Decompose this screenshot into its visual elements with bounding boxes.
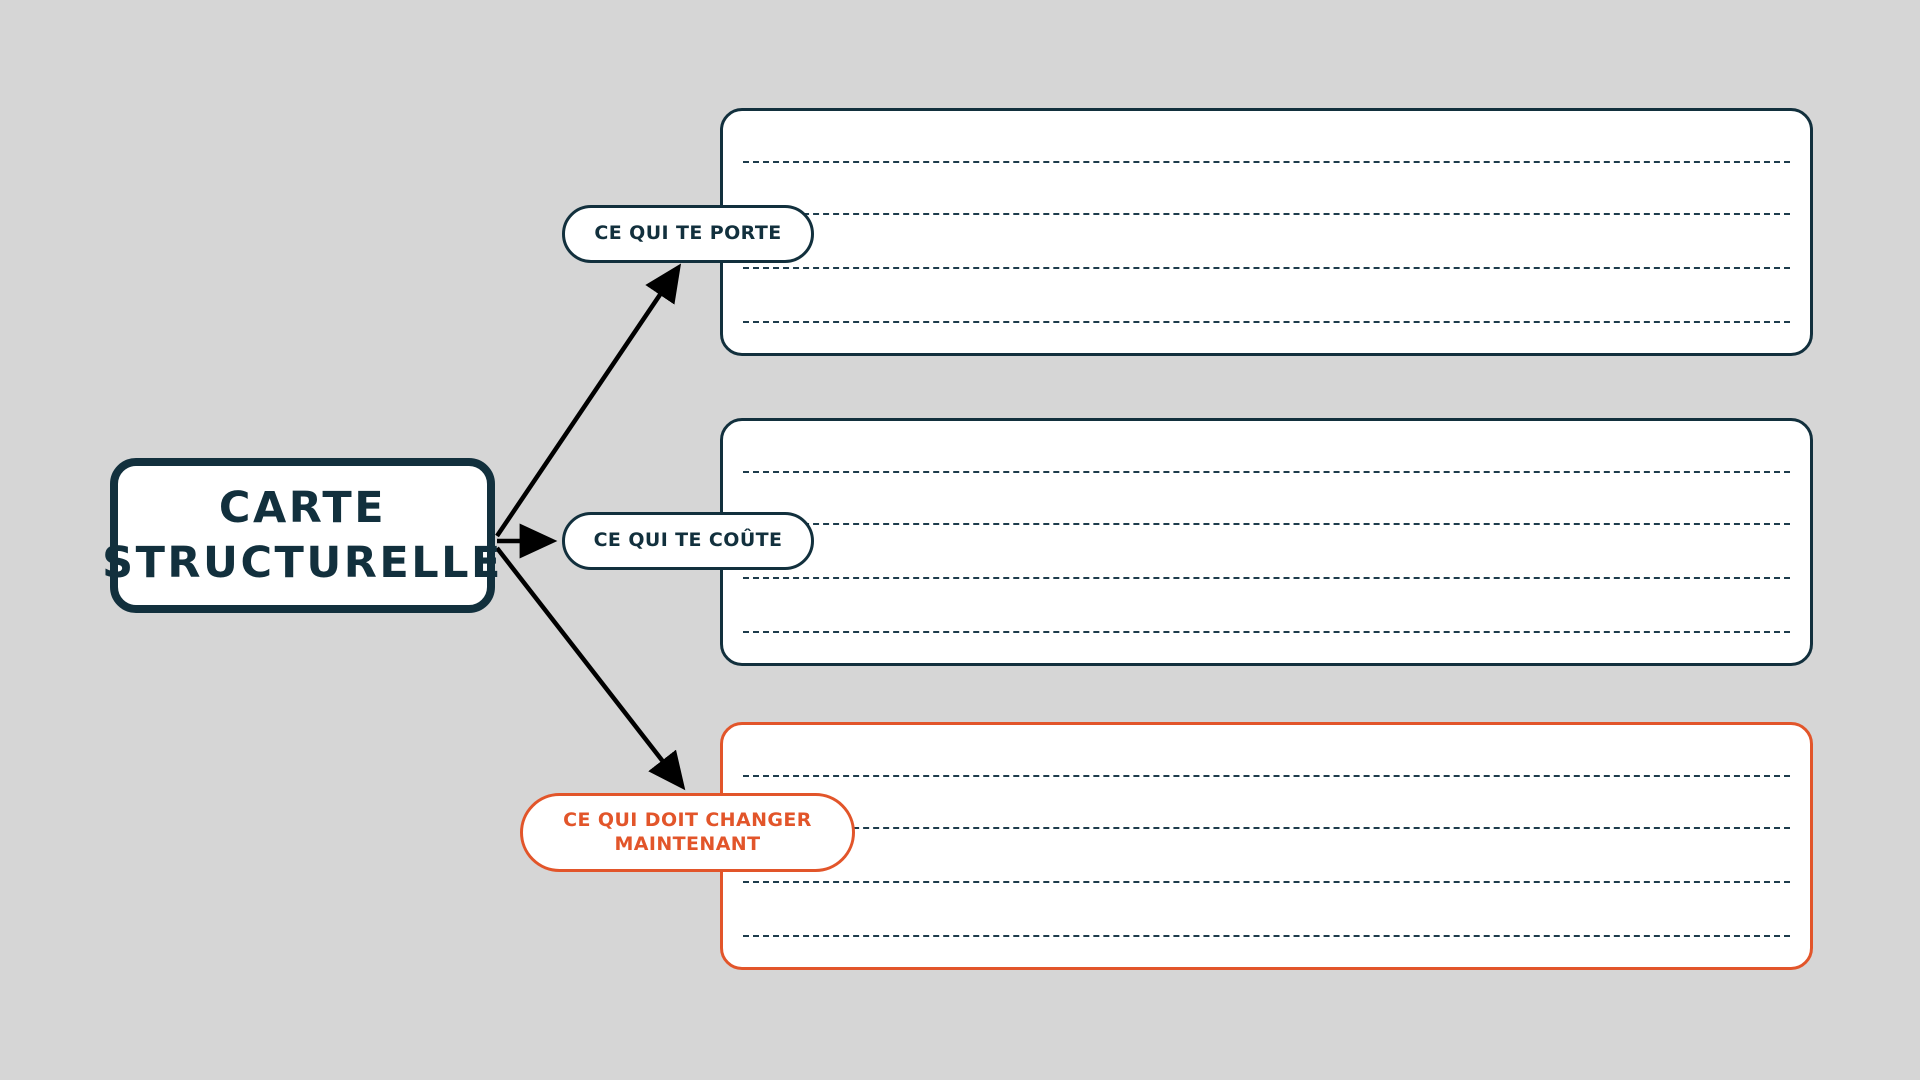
writing-lines: [723, 421, 1810, 663]
writing-line: [743, 881, 1790, 883]
branch-pill-porte[interactable]: CE QUI TE PORTE: [562, 205, 814, 263]
writing-lines: [723, 725, 1810, 967]
arrow-to-porte: [495, 263, 682, 538]
writing-line: [743, 267, 1790, 269]
writing-card-changer[interactable]: [720, 722, 1813, 970]
writing-lines: [723, 111, 1810, 353]
root-node[interactable]: CARTE STRUCTURELLE: [102, 458, 500, 613]
writing-line: [743, 935, 1790, 937]
writing-line: [743, 213, 1790, 215]
writing-line: [743, 577, 1790, 579]
writing-card-coute[interactable]: [720, 418, 1813, 666]
writing-card-porte[interactable]: [720, 108, 1813, 356]
writing-line: [743, 827, 1790, 829]
branch-pill-label: CE QUI TE COÛTE: [593, 529, 783, 552]
branch-pill-label: CE QUI TE PORTE: [594, 222, 782, 245]
branch-pill-label: CE QUI DOIT CHANGER MAINTENANT: [563, 808, 812, 855]
writing-line: [743, 775, 1790, 777]
writing-line: [743, 471, 1790, 473]
root-node-label: CARTE STRUCTURELLE: [102, 483, 503, 588]
writing-line: [743, 321, 1790, 323]
writing-line: [743, 631, 1790, 633]
writing-line: [743, 523, 1790, 525]
writing-line: [743, 161, 1790, 163]
branch-pill-changer[interactable]: CE QUI DOIT CHANGER MAINTENANT: [520, 793, 855, 872]
branch-pill-coute[interactable]: CE QUI TE COÛTE: [562, 512, 814, 570]
arrow-to-changer: [495, 546, 686, 791]
